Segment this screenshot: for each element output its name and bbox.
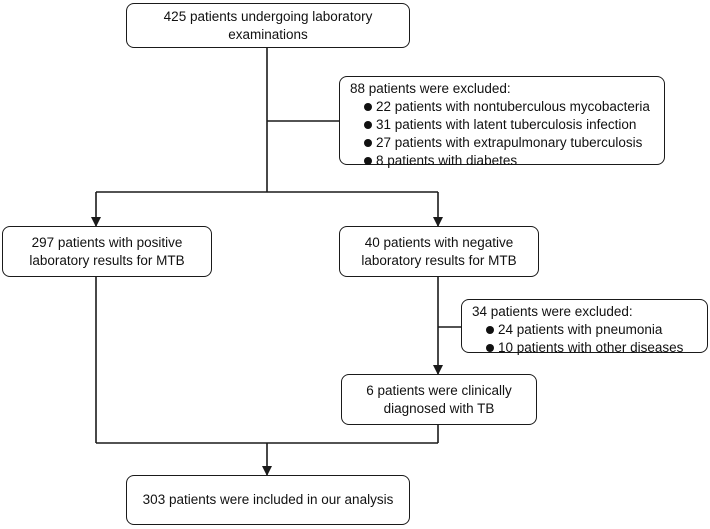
exclusion-2-title: 34 patients were excluded: xyxy=(472,304,633,319)
exclusion-2-item: 24 patients with pneumonia xyxy=(472,321,699,339)
exclusion-1-item: 8 patients with diabetes xyxy=(350,152,656,170)
positive-line-1: 297 patients with positive xyxy=(31,234,183,250)
start-box: 425 patients undergoing laboratory exami… xyxy=(126,3,410,48)
start-line-2: examinations xyxy=(228,26,308,42)
final-analysis-box: 303 patients were included in our analys… xyxy=(126,475,410,525)
clinical-diagnosis-box: 6 patients were clinically diagnosed wit… xyxy=(341,374,537,425)
negative-line-2: laboratory results for MTB xyxy=(361,252,517,268)
clinical-line-1: 6 patients were clinically xyxy=(366,382,512,398)
negative-line-1: 40 patients with negative xyxy=(364,234,514,250)
exclusion-1-item: 22 patients with nontuberculous mycobact… xyxy=(350,98,656,116)
final-line-1: 303 patients were included in our analys… xyxy=(142,492,394,507)
exclusion-box-1: 88 patients were excluded: 22 patients w… xyxy=(339,76,665,168)
clinical-line-2: diagnosed with TB xyxy=(383,400,495,416)
start-line-1: 425 patients undergoing laboratory xyxy=(163,8,373,24)
exclusion-1-item: 31 patients with latent tuberculosis inf… xyxy=(350,116,656,134)
exclusion-1-title: 88 patients were excluded: xyxy=(350,81,511,96)
exclusion-box-2: 34 patients were excluded: 24 patients w… xyxy=(461,299,708,355)
exclusion-2-item: 10 patients with other diseases xyxy=(472,339,699,357)
exclusion-1-item: 27 patients with extrapulmonary tubercul… xyxy=(350,134,656,152)
exclusion-1-list: 22 patients with nontuberculous mycobact… xyxy=(350,98,656,170)
positive-results-box: 297 patients with positive laboratory re… xyxy=(2,226,212,277)
exclusion-2-list: 24 patients with pneumonia 10 patients w… xyxy=(472,321,699,357)
negative-results-box: 40 patients with negative laboratory res… xyxy=(339,226,539,277)
positive-line-2: laboratory results for MTB xyxy=(29,252,185,268)
